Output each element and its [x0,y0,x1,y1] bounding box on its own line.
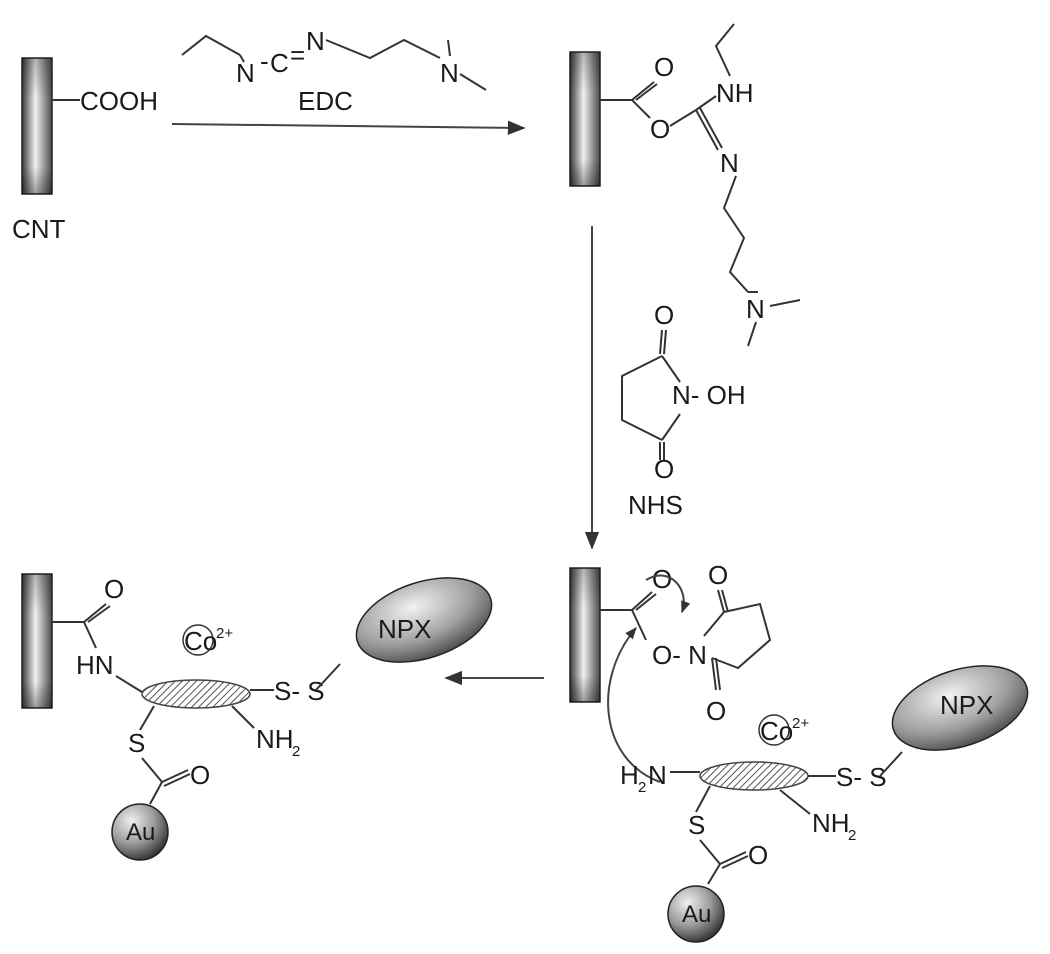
edc-c: C [270,48,289,78]
ester-o-n: O- N [652,640,707,670]
nhs-o-top: O [654,300,674,330]
final-o-amide: O [104,574,124,604]
left-s: S [128,728,145,758]
npx-protein-left: NPX [355,577,493,663]
ester-o-bottom: O [706,696,726,726]
mechanism-arrow-1 [645,574,691,614]
npx-label-right: NPX [940,690,993,720]
left-nh2-sub: 2 [292,743,300,760]
right-o-thioester: O [748,840,768,870]
intermediate-o-ester: O [650,114,670,144]
nhs-structure: O N- OH O NHS [621,300,746,520]
edc-n1-dash: - [260,46,269,76]
intermediate-o-carbonyl: O [654,52,674,82]
right-h2n-n: N [648,760,667,790]
edc-n2: N [306,26,325,56]
ester-o-top: O [708,560,728,590]
o-acylisourea-intermediate: O O NH N N [569,23,801,347]
cooh-label: COOH [80,86,158,116]
nhs-n-oh: N- OH [672,380,746,410]
protein-backbone-left [141,679,251,709]
au-nanoparticle-left: Au [111,803,169,861]
intermediate-n-imine: N [720,148,739,178]
left-co-charge: 2+ [216,625,233,642]
intermediate-n-amine: N [746,294,765,324]
edc-n1: N [236,58,255,88]
edc-n3: N [440,58,459,88]
protein-backbone-right [699,761,809,791]
au-label-right: Au [682,901,711,928]
right-co: Co [760,716,793,746]
right-nh2: NH [812,808,850,838]
left-ss: S- S [274,676,325,706]
right-ss: S- S [836,762,887,792]
cnt-tube-1 [21,57,53,195]
cnt-label: CNT [12,214,66,244]
cnt-tube-3 [569,567,601,703]
edc-c-dash: = [290,40,305,70]
final-hn: HN [76,650,114,680]
mechanism-arrow-2 [607,627,661,783]
left-co-ring [182,624,214,656]
au-nanoparticle-right: Au [667,885,725,943]
nhs-ester-complex: O O- N O O H 2 N Co 2+ S- S NPX NH [569,560,1029,943]
nhs-label: NHS [628,490,683,520]
right-h2n-sub: 2 [638,779,646,796]
cnt-tube-2 [569,51,601,187]
npx-protein-right: NPX [891,665,1029,751]
cnt-cooh-group: COOH CNT [12,57,158,244]
nhs-o-bottom: O [654,454,674,484]
right-co-ring [758,714,790,746]
npx-label-left: NPX [378,614,431,644]
right-h2n-h: H [620,760,639,790]
au-label-left: Au [126,819,155,846]
reaction-arrow-1 [171,120,526,136]
left-nh2: NH [256,724,294,754]
right-nh2-sub: 2 [848,827,856,844]
ester-o-carbonyl: O [652,564,672,594]
left-o-thioester: O [190,760,210,790]
left-co: Co [184,626,217,656]
intermediate-nh: NH [716,78,754,108]
edc-structure: N - C = N N EDC [181,26,487,116]
right-s: S [688,810,705,840]
cnt-tube-4 [21,573,53,709]
right-co-charge: 2+ [792,715,809,732]
final-conjugate: O HN Co 2+ S- S NPX NH 2 S O Au [21,573,493,861]
edc-label: EDC [298,86,353,116]
